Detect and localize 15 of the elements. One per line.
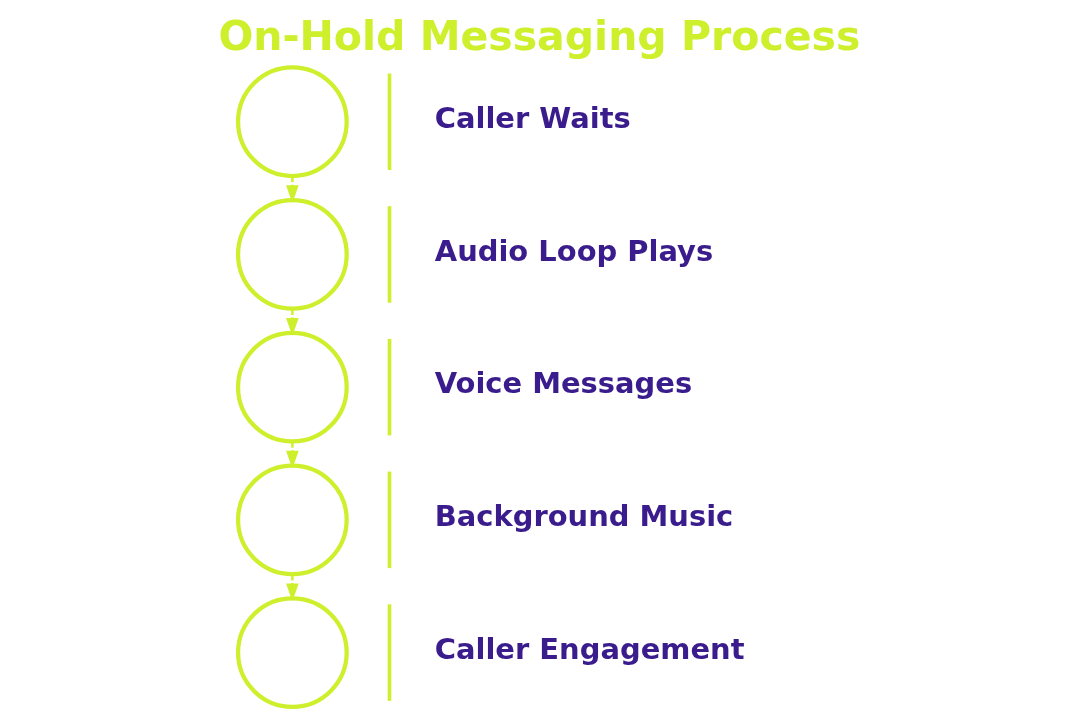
node-circle (235, 330, 349, 444)
node-circle (235, 596, 349, 709)
diagram-title: On-Hold Messaging Process (218, 11, 861, 60)
node-label: Caller Waits (434, 101, 631, 135)
node-label: Caller Engagement (434, 631, 745, 666)
arrow (286, 176, 299, 204)
arrow (286, 309, 299, 337)
node-circle (235, 65, 349, 179)
node-circle (235, 198, 349, 311)
node-label: Audio Loop Plays (434, 233, 714, 268)
arrow (286, 574, 299, 602)
arrow (286, 441, 299, 469)
node-label: Voice Messages (434, 366, 693, 401)
node-label: Background Music (434, 499, 734, 534)
node-circle (235, 463, 349, 577)
